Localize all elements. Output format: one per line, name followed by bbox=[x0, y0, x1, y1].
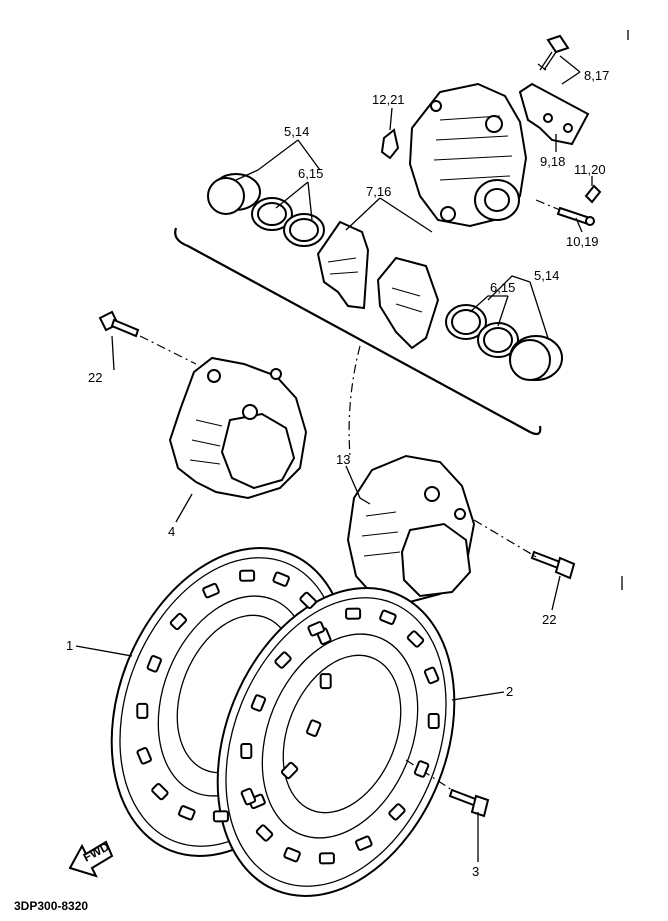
callout-2: 2 bbox=[506, 684, 513, 699]
callout-22-right: 22 bbox=[542, 612, 556, 627]
piston-right bbox=[509, 335, 563, 381]
disc-slot bbox=[212, 810, 229, 823]
bleeder-screw bbox=[537, 34, 570, 71]
pad-pin bbox=[556, 206, 595, 226]
caliper-bolt-left bbox=[98, 310, 140, 338]
disc-slot bbox=[169, 612, 188, 631]
disc-slot bbox=[255, 824, 274, 842]
pad-spring bbox=[380, 128, 400, 160]
disc-slot bbox=[379, 609, 397, 625]
brake-pad-left bbox=[316, 220, 370, 310]
callout-8-17: 8,17 bbox=[584, 68, 609, 83]
callout-4: 4 bbox=[168, 524, 175, 539]
disc-slot bbox=[307, 621, 325, 637]
disc-slot bbox=[239, 569, 256, 582]
caliper-bolt-right bbox=[530, 550, 576, 580]
seal-left-1 bbox=[251, 197, 293, 231]
callout-22-left: 22 bbox=[88, 370, 102, 385]
disc-slot bbox=[250, 694, 267, 712]
seal-right-1 bbox=[445, 304, 487, 340]
callout-9-18: 9,18 bbox=[540, 154, 565, 169]
pad-pin-plate bbox=[518, 82, 590, 146]
disc-slot bbox=[280, 761, 299, 780]
disc-slot bbox=[423, 666, 440, 685]
callout-11-20: 11,20 bbox=[574, 162, 606, 177]
drawing-code: 3DP300-8320 bbox=[14, 899, 88, 913]
disc-slot bbox=[413, 760, 430, 778]
disc-slot bbox=[388, 803, 406, 821]
disc-slot bbox=[240, 742, 253, 760]
exploded-group-bracket bbox=[174, 227, 542, 436]
disc-slot bbox=[283, 847, 301, 863]
callout-3: 3 bbox=[472, 864, 479, 879]
disc-slot bbox=[151, 782, 169, 801]
disc-slot bbox=[319, 673, 332, 690]
disc-slot bbox=[136, 747, 152, 765]
disc-right-slots bbox=[240, 607, 440, 865]
brake-pad-right bbox=[376, 256, 440, 350]
disc-left-slots bbox=[136, 569, 332, 823]
callout-6-15-lower: 6,15 bbox=[490, 280, 515, 295]
seal-right-2 bbox=[477, 322, 519, 358]
right-caliper-assembly bbox=[346, 454, 476, 606]
disc-slot bbox=[299, 591, 317, 610]
disc-slot bbox=[306, 719, 322, 737]
disc-slot bbox=[345, 607, 362, 620]
piston-left bbox=[207, 173, 261, 215]
callout-12-21: 12,21 bbox=[372, 92, 405, 107]
disc-slot bbox=[202, 582, 220, 599]
disc-slot bbox=[427, 712, 440, 730]
leader-lines bbox=[75, 55, 593, 862]
disc-slot bbox=[355, 835, 373, 851]
upper-caliper-body bbox=[408, 82, 528, 228]
center-lines bbox=[139, 199, 561, 791]
callout-5-14-upper: 5,14 bbox=[284, 124, 309, 139]
clip-pin bbox=[584, 184, 602, 204]
disc-slot bbox=[274, 651, 292, 669]
callout-6-15-upper: 6,15 bbox=[298, 166, 323, 181]
disc-slot bbox=[136, 702, 149, 719]
disc-slot bbox=[240, 787, 257, 806]
callout-1: 1 bbox=[66, 638, 73, 653]
callout-13: 13 bbox=[336, 452, 350, 467]
disc-slot bbox=[178, 805, 196, 821]
callout-7-16: 7,16 bbox=[366, 184, 391, 199]
seal-left-2 bbox=[283, 213, 325, 247]
fwd-arrow-icon: FWD bbox=[68, 839, 114, 878]
disc-slot bbox=[406, 630, 425, 648]
callout-10-19: 10,19 bbox=[566, 234, 599, 249]
left-caliper-assembly bbox=[168, 356, 308, 500]
disc-slot bbox=[318, 852, 335, 865]
disc-bolt bbox=[448, 788, 490, 818]
callout-5-14-lower: 5,14 bbox=[534, 268, 559, 283]
disc-slot bbox=[146, 655, 162, 673]
disc-slot bbox=[272, 571, 290, 587]
